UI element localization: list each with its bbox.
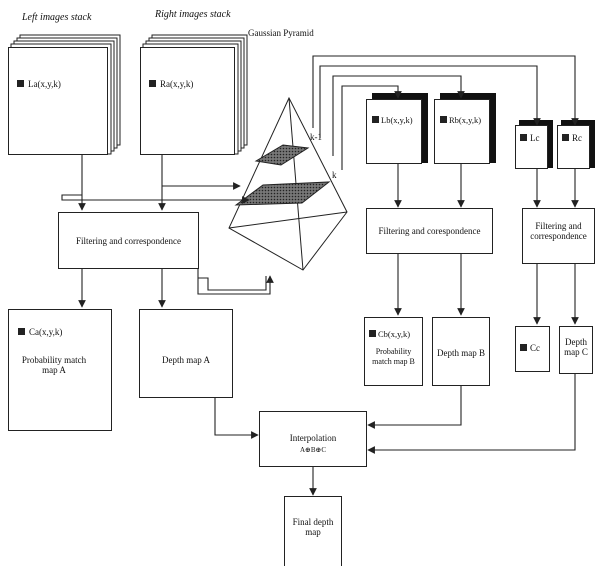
lc-label: Lc (530, 133, 540, 143)
filter-c-box: Filtering and correspondence (522, 208, 595, 264)
filter-a-label: Filtering and correspondence (76, 236, 181, 246)
filter-a-box: Filtering and correspondence (58, 212, 199, 269)
level-k1-label: k-1 (310, 132, 322, 142)
ca-marker-icon (18, 328, 25, 335)
level-k-label: k (332, 170, 337, 180)
depth-c-label: Depth map C (564, 337, 588, 357)
interpolation-box: Interpolation A⊕B⊕C (259, 411, 367, 467)
la-marker-icon (17, 80, 24, 87)
rb-marker-icon (440, 116, 447, 123)
cb-marker-icon (369, 330, 376, 337)
cc-label: Cc (530, 343, 540, 353)
left-stack-title: Left images stack (22, 12, 92, 23)
rc-marker-icon (562, 134, 569, 141)
prob-map-a-box: Ca(x,y,k) Probability match map A (8, 309, 112, 431)
right-image-rb: Rb(x,y,k) (434, 99, 490, 164)
prob-a-label: Probability match map A (21, 355, 87, 375)
left-image-la: La(x,y,k) (8, 47, 108, 155)
prob-b-label: Probability match map B (372, 347, 415, 366)
rc-label: Rc (572, 133, 582, 143)
cb-label: Cb(x,y,k) (378, 329, 411, 339)
la-label: La(x,y,k) (28, 79, 61, 89)
filter-b-label: Filtering and corespondence (378, 226, 481, 236)
final-label: Final depth map (292, 517, 334, 537)
left-image-lb: Lb(x,y,k) (366, 99, 422, 164)
right-stack-title: Right images stack (155, 9, 231, 20)
depth-b-label: Depth map B (437, 348, 485, 358)
depth-map-c-box: Depth map C (559, 326, 593, 374)
depth-map-a-box: Depth map A (139, 309, 233, 398)
lc-marker-icon (520, 134, 527, 141)
cc-marker-icon (520, 344, 527, 351)
interpolation-sub: A⊕B⊕C (299, 446, 327, 454)
right-image-ra: Ra(x,y,k) (140, 47, 235, 155)
lb-label: Lb(x,y,k) (381, 115, 413, 125)
filter-c-label: Filtering and correspondence (530, 221, 587, 241)
prob-map-c-box: Cc (515, 326, 550, 372)
prob-map-b-box: Cb(x,y,k) Probability match map B (364, 317, 423, 386)
ra-marker-icon (149, 80, 156, 87)
lb-marker-icon (372, 116, 379, 123)
pyramid-title: Gaussian Pyramid (248, 28, 314, 38)
depth-map-b-box: Depth map B (432, 317, 490, 386)
ca-label: Ca(x,y,k) (29, 327, 63, 337)
ra-label: Ra(x,y,k) (160, 79, 194, 89)
gaussian-pyramid (228, 96, 348, 271)
rb-label: Rb(x,y,k) (449, 115, 482, 125)
final-depth-map-box: Final depth map (284, 496, 342, 566)
filter-b-box: Filtering and corespondence (366, 208, 493, 254)
depth-a-label: Depth map A (162, 355, 210, 365)
interpolation-label: Interpolation (289, 433, 337, 443)
right-image-rc: Rc (557, 125, 590, 169)
left-image-lc: Lc (515, 125, 548, 169)
